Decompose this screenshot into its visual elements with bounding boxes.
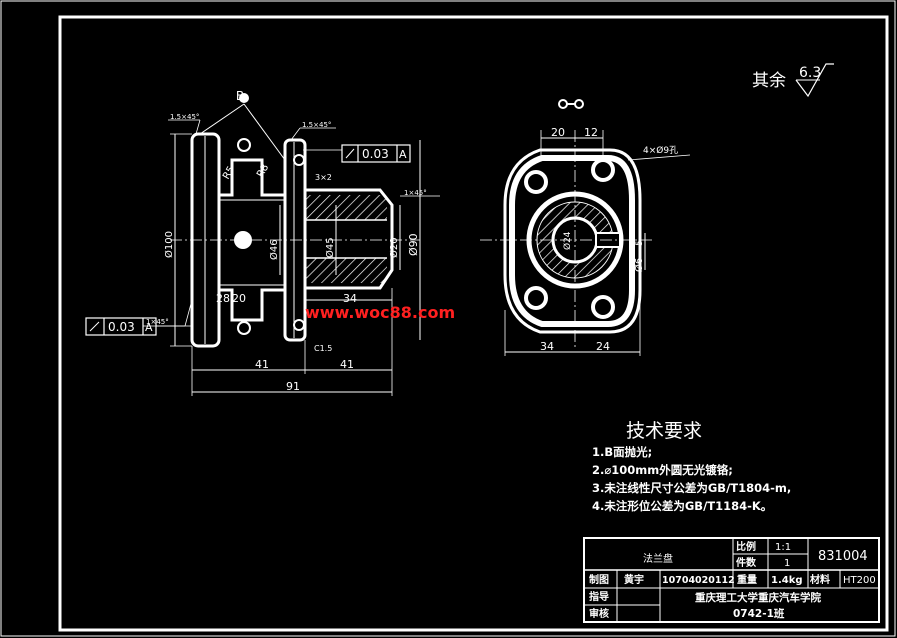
tb-guide-label: 指导 — [589, 590, 609, 603]
tech-item-4: 4.未注形位公差为GB/T1184-K。 — [592, 499, 772, 513]
tol-left-value: 0.03 — [108, 320, 135, 334]
dim-chamfer-bottom: 1×45° — [146, 318, 169, 326]
tech-item-3: 3.未注线性尺寸公差为GB/T1804-m, — [592, 481, 791, 495]
dim-d6: Ø6 — [633, 258, 645, 272]
dim-3x2: 3×2 — [315, 173, 332, 182]
tb-review-label: 审核 — [589, 607, 609, 620]
dim-chamfer-mid: 1×45° — [404, 189, 427, 197]
section-view — [143, 93, 440, 396]
datum-b-label: B — [236, 89, 244, 103]
dim-20b: 20 — [232, 292, 246, 305]
tolerance-frame-top: 0.03 A — [341, 144, 411, 163]
tb-scale-value: 1:1 — [775, 542, 791, 553]
dim-d100: Ø100 — [163, 231, 175, 258]
tb-school: 重庆理工大学重庆汽车学院 — [695, 591, 821, 604]
tb-student-id: 10704020112 — [662, 575, 735, 586]
dim-chamfer-left: 1.5×45° — [170, 113, 199, 121]
dim-24: 24 — [596, 340, 610, 353]
dim-hole-callout: 4×Ø9孔 — [643, 145, 678, 156]
dim-34-side: 34 — [343, 292, 357, 305]
front-view — [480, 99, 691, 356]
tb-drawn-label: 制图 — [589, 573, 609, 586]
dim-top-20: 20 — [551, 126, 565, 139]
dim-28: 28 — [216, 292, 230, 305]
tech-item-1: 1.B面抛光; — [592, 445, 652, 459]
dim-41a: 41 — [255, 358, 269, 371]
dim-34-bottom: 34 — [540, 340, 554, 353]
roughness-label: 其余 — [752, 71, 786, 91]
tb-qty-label: 件数 — [736, 556, 757, 569]
dim-d24c: Ø24 — [562, 231, 573, 250]
tb-material-value: HT200 — [843, 575, 876, 586]
tb-scale-label: 比例 — [736, 540, 756, 553]
dim-d20: Ø20 — [388, 237, 400, 258]
tb-drawing-no: 831004 — [818, 549, 868, 564]
tech-requirements: 技术要求 1.B面抛光; 2.⌀100mm外圆无光镀铬; 3.未注线性尺寸公差为… — [592, 420, 791, 513]
tb-qty-value: 1 — [784, 558, 790, 569]
dim-r8: R8 — [255, 162, 271, 179]
tb-material-label: 材料 — [810, 573, 830, 586]
tb-weight-value: 1.4kg — [771, 575, 803, 586]
watermark: www.woc88.com — [305, 303, 455, 322]
inner-border — [58, 15, 889, 632]
tech-title: 技术要求 — [626, 420, 702, 442]
dim-d46: Ø46 — [268, 239, 280, 260]
dim-chamfer-right: 1.5×45° — [302, 121, 331, 129]
tb-drawn-name: 黄宇 — [624, 573, 644, 586]
roughness-value: 6.3 — [799, 65, 821, 81]
tech-item-2: 2.⌀100mm外圆无光镀铬; — [592, 463, 733, 477]
dim-r5: R5 — [221, 164, 237, 181]
tol-top-value: 0.03 — [362, 147, 389, 161]
dim-c15: C1.5 — [314, 344, 332, 353]
dim-top-12: 12 — [584, 126, 598, 139]
title-block — [583, 537, 880, 623]
tb-weight-label: 重量 — [737, 573, 757, 586]
tol-left-datum: A — [145, 321, 153, 334]
tol-top-datum: A — [399, 148, 407, 161]
dim-91: 91 — [286, 380, 300, 393]
dim-41b: 41 — [340, 358, 354, 371]
tolerance-frame-left: 0.03 A — [85, 317, 192, 336]
tb-part-name: 法兰盘 — [643, 552, 673, 565]
dim-5: 5 — [635, 240, 645, 246]
dim-d45: Ø45 — [324, 237, 336, 258]
dim-d90: Ø90 — [407, 233, 420, 256]
roughness-note: 其余 6.3 — [752, 63, 834, 98]
tb-class: 0742-1班 — [733, 607, 785, 620]
